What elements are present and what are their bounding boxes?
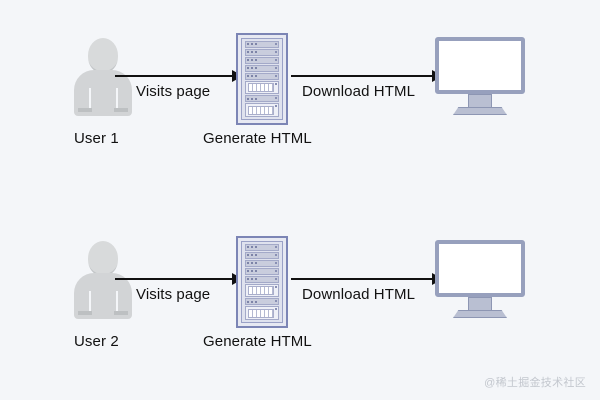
server-icon xyxy=(236,33,288,125)
server-slot xyxy=(245,259,279,267)
person-hem-left-icon xyxy=(78,311,92,315)
node-label-user-1: User 1 xyxy=(74,130,119,147)
node-label-user-2: User 2 xyxy=(74,333,119,350)
node-label-server-2: Generate HTML xyxy=(203,333,312,350)
monitor-screen-icon xyxy=(435,240,525,297)
person-head-icon xyxy=(88,38,118,73)
server-drive-bay xyxy=(245,103,279,117)
flow-row-2: Visits page Download HTML xyxy=(0,228,600,363)
arrow-shaft xyxy=(291,278,433,280)
person-icon xyxy=(74,241,132,319)
person-hem-left-icon xyxy=(78,108,92,112)
monitor-stand-neck-icon xyxy=(468,94,492,108)
server-slot xyxy=(245,48,279,56)
server-icon xyxy=(236,236,288,328)
server-slot xyxy=(245,251,279,259)
edge-label-download-html-2: Download HTML xyxy=(302,286,416,303)
server-drive-bay xyxy=(245,80,279,95)
person-icon xyxy=(74,38,132,116)
server-drive-bay xyxy=(245,306,279,320)
server-slot xyxy=(245,72,279,80)
monitor-stand-base-icon xyxy=(453,310,507,318)
person-hem-right-icon xyxy=(114,108,128,112)
person-arm-left-icon xyxy=(89,88,91,108)
server-chassis-icon xyxy=(241,241,283,323)
arrow-shaft xyxy=(115,75,233,77)
arrow-shaft xyxy=(115,278,233,280)
server-slot xyxy=(245,298,279,306)
arrow-shaft xyxy=(291,75,433,77)
node-label-server-1: Generate HTML xyxy=(203,130,312,147)
flow-row-1: Visits page Download HTML xyxy=(0,25,600,160)
server-slot xyxy=(245,275,279,283)
server-slot xyxy=(245,64,279,72)
server-slot xyxy=(245,244,279,251)
server-chassis-icon xyxy=(241,38,283,120)
person-arm-left-icon xyxy=(89,291,91,311)
server-drive-bay xyxy=(245,283,279,298)
person-hem-right-icon xyxy=(114,311,128,315)
monitor-icon xyxy=(435,240,525,318)
arrow-visits-page-1 xyxy=(115,70,243,82)
arrow-download-html-1 xyxy=(291,70,443,82)
edge-label-visits-page-1: Visits page xyxy=(136,83,211,100)
monitor-stand-base-icon xyxy=(453,107,507,115)
person-arm-right-icon xyxy=(116,88,118,108)
edge-label-download-html-1: Download HTML xyxy=(302,83,416,100)
person-head-icon xyxy=(88,241,118,276)
watermark: @稀土掘金技术社区 xyxy=(484,377,586,389)
arrow-visits-page-2 xyxy=(115,273,243,285)
server-slot xyxy=(245,267,279,275)
server-slot xyxy=(245,95,279,103)
person-arm-right-icon xyxy=(116,291,118,311)
arrow-download-html-2 xyxy=(291,273,443,285)
monitor-icon xyxy=(435,37,525,115)
monitor-screen-icon xyxy=(435,37,525,94)
edge-label-visits-page-2: Visits page xyxy=(136,286,211,303)
server-slot xyxy=(245,56,279,64)
monitor-stand-neck-icon xyxy=(468,297,492,311)
server-slot xyxy=(245,41,279,48)
